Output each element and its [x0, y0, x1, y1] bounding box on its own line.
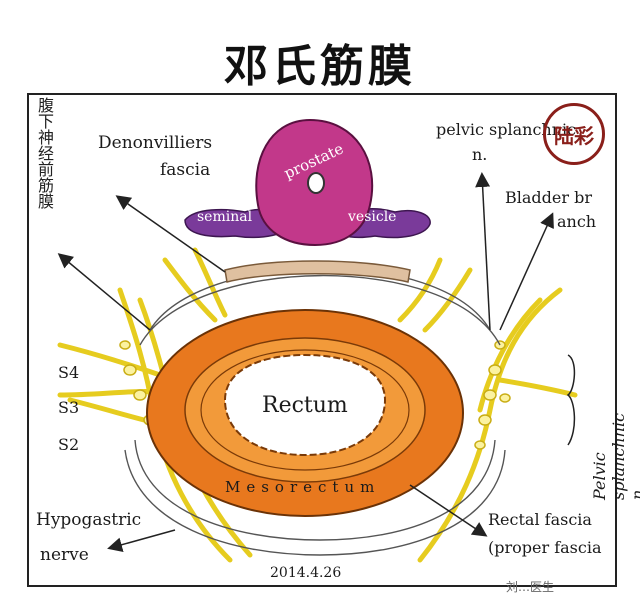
pelvic-splanchnic-vertical-label: Pelvic splanchnic n — [590, 412, 640, 500]
hypogastric-label: Hypogastric — [36, 510, 142, 530]
urethra — [307, 172, 325, 194]
date-label: 2014.4.26 — [270, 565, 342, 581]
rectum-label: Rectum — [262, 393, 348, 418]
mesorectum-label: Mesorectum — [225, 478, 381, 496]
s4-label: S4 — [58, 363, 80, 382]
seminal-label: seminal — [197, 209, 253, 225]
s3-label: S3 — [58, 398, 80, 417]
pelvic-splanchnic-label: pelvic splanchnic — [436, 120, 577, 139]
seal-stamp-text: 陆彩 — [554, 123, 594, 148]
bladder-branch-label-2: anch — [557, 212, 597, 231]
rectal-lumen — [223, 353, 387, 457]
annotation-arrows — [57, 172, 554, 553]
brace — [566, 354, 576, 446]
watermark: 刘…医生 — [506, 580, 555, 594]
denonvilliers-label-2: fascia — [160, 160, 211, 180]
rectal-fascia-label: Rectal fascia — [488, 510, 592, 529]
denonvilliers-label: Denonvilliers — [98, 133, 213, 153]
page-title: 邓氏筋膜 — [224, 41, 416, 92]
s2-label: S2 — [58, 435, 80, 454]
diagram-frame — [27, 93, 617, 587]
rectal-fascia-label-2: (proper fascia — [488, 538, 602, 557]
hypogastric-label-2: nerve — [40, 545, 89, 565]
bladder-branch-label: Bladder br — [505, 188, 592, 207]
denonvilliers-fascia-band — [224, 260, 411, 283]
vesicle-label: vesicle — [348, 209, 397, 225]
seal-stamp: 陆彩 — [543, 103, 605, 165]
pelvic-splanchnic-label-2: n. — [472, 145, 488, 164]
hypogastric-prefascia-label: 腹下神经前筋膜 — [35, 97, 54, 209]
